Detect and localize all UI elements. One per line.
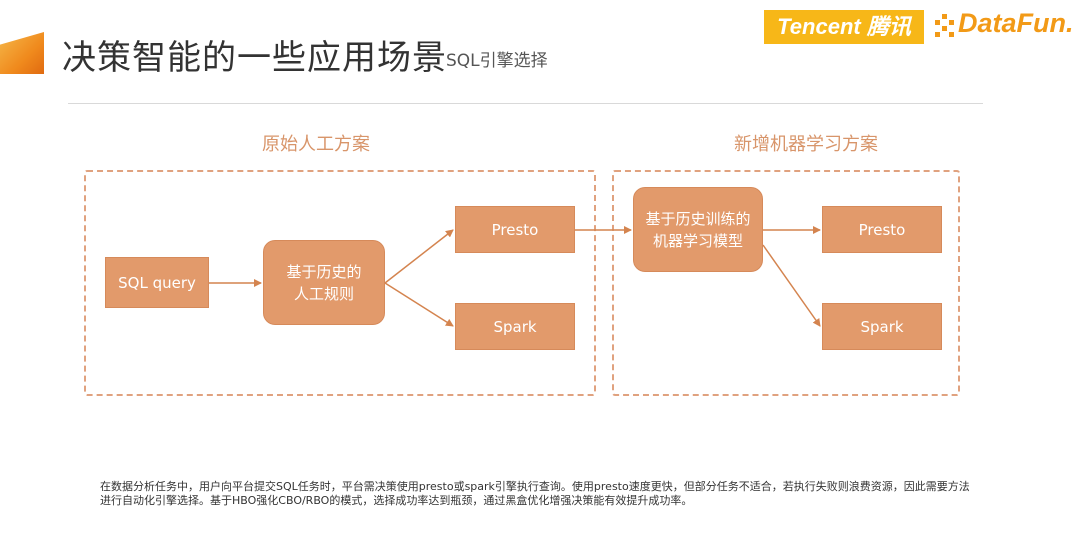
left-group-box [84,170,596,396]
manual-rule-line-1: 基于历史的 [286,262,362,281]
footnote-text: 在数据分析任务中，用户向平台提交SQL任务时，平台需决策使用presto或spa… [100,480,970,507]
page-subtitle: SQL引擎选择 [446,51,548,71]
tencent-logo: Tencent 腾讯 [764,10,924,44]
ml-model-line-1: 基于历史训练的 [645,209,751,228]
right-presto-node: Presto [822,206,942,253]
manual-rule-line-2: 人工规则 [293,284,354,303]
left-section-title: 原始人工方案 [262,134,370,155]
ml-model-node: 基于历史训练的 机器学习模型 [633,187,763,272]
datafun-logo: DataFun. [958,8,1074,38]
right-section-title: 新增机器学习方案 [734,134,878,155]
ml-model-line-2: 机器学习模型 [652,231,743,250]
header-divider [68,103,983,104]
manual-rule-node: 基于历史的 人工规则 [263,240,385,325]
sql-query-node: SQL query [105,257,209,308]
page-title: 决策智能的一些应用场景 [62,38,447,78]
left-presto-node: Presto [455,206,575,253]
arrow-model-to-spark [762,244,821,327]
datafun-mark-icon [935,14,954,37]
arrow-rule-to-presto [384,229,454,284]
right-spark-node: Spark [822,303,942,350]
arrow-rule-to-spark [384,282,454,327]
right-group-box [612,170,960,396]
left-spark-node: Spark [455,303,575,350]
